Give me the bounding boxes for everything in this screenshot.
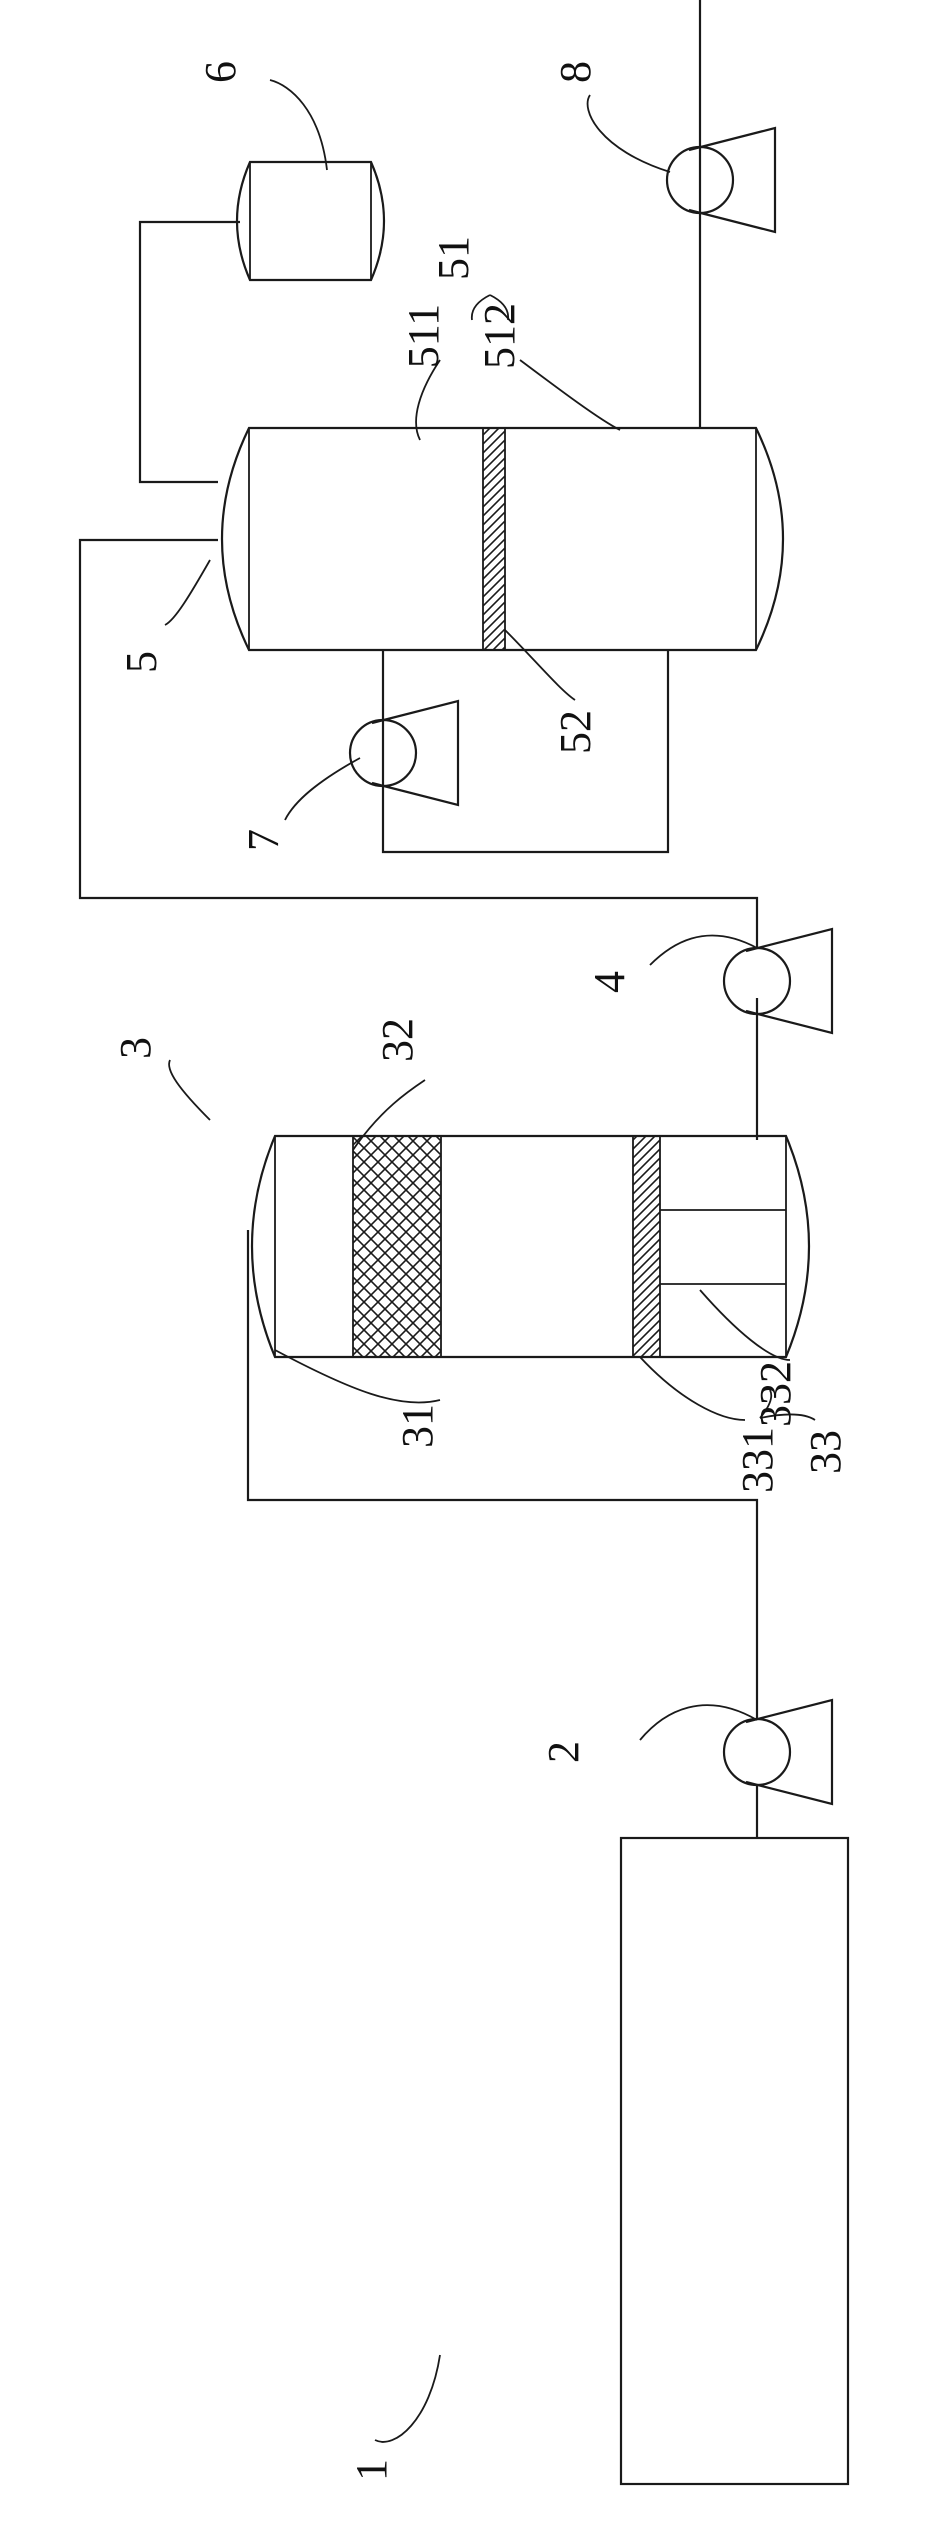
leader-4	[649, 934, 758, 966]
label-2: 2	[539, 1741, 588, 1763]
pump-4-base	[745, 927, 834, 1035]
catalyst-bed-32	[353, 1136, 441, 1357]
leader-331	[639, 1356, 746, 1421]
pump-7	[348, 699, 460, 807]
label-511: 511	[399, 304, 448, 368]
membrane-52	[483, 428, 505, 650]
pipe-reactor3-to-pump2	[246, 1230, 759, 1720]
label-331: 331	[733, 1427, 782, 1493]
leader-7	[284, 757, 361, 821]
label-5: 5	[117, 651, 166, 673]
pump-8-base	[688, 126, 777, 234]
label-32: 32	[373, 1018, 422, 1062]
label-6: 6	[196, 61, 245, 83]
leader-512	[519, 359, 621, 431]
support-332-plates	[660, 1209, 786, 1285]
label-1: 1	[347, 2459, 396, 2481]
reactor-3-shell	[250, 1134, 811, 1359]
reactor-3	[250, 1134, 811, 1359]
leader-1	[374, 2354, 441, 2443]
brace-33	[759, 1389, 816, 1421]
pump-2-body	[722, 1717, 792, 1787]
label-52: 52	[551, 710, 600, 754]
filter-layer-331	[633, 1136, 660, 1357]
leader-5	[164, 559, 211, 626]
vessel-6-shell	[235, 160, 386, 282]
leader-3	[168, 1059, 211, 1121]
pipe-vessel6-to-vessel5	[138, 220, 240, 484]
leader-52	[504, 629, 576, 701]
piping	[78, 0, 759, 1838]
catalyst-bed-32-outline	[352, 1136, 442, 1357]
label-512: 512	[475, 303, 524, 369]
brace-51	[470, 294, 510, 321]
leader-lines	[164, 79, 816, 2443]
label-33: 33	[801, 1430, 850, 1474]
reactor-3-head-lines	[274, 1136, 787, 1357]
vessel-5-head-lines	[248, 428, 757, 650]
leader-6	[269, 79, 328, 171]
pipe-circulation-loop	[381, 650, 670, 854]
leader-31	[274, 1349, 441, 1404]
leader-8	[586, 94, 671, 173]
pump-4	[722, 927, 834, 1035]
labels: 1 2 3 31 32 331 332 33 4 5 51 511 512 52…	[111, 61, 850, 2481]
label-31: 31	[393, 1404, 442, 1448]
pump-7-base	[371, 699, 460, 807]
label-8: 8	[551, 61, 600, 83]
tank-1	[619, 1836, 850, 2486]
leader-2	[639, 1704, 758, 1741]
membrane-52-outline	[482, 428, 506, 650]
label-332: 332	[751, 1361, 800, 1427]
leader-511	[415, 359, 441, 441]
filter-layer-331-outline	[632, 1136, 661, 1357]
pump-2-base	[745, 1698, 834, 1806]
label-3: 3	[111, 1037, 160, 1059]
label-51: 51	[429, 236, 478, 280]
pump-2	[722, 1698, 834, 1806]
label-4: 4	[585, 971, 634, 993]
leader-332	[699, 1289, 791, 1361]
pipe-vessel5-to-pump4	[78, 538, 759, 948]
pump-8	[665, 126, 777, 234]
vessel-6	[235, 160, 386, 282]
label-7: 7	[239, 829, 288, 851]
leader-32	[352, 1079, 426, 1151]
vessel-6-head-lines	[249, 162, 372, 280]
vessel-5	[220, 426, 785, 652]
